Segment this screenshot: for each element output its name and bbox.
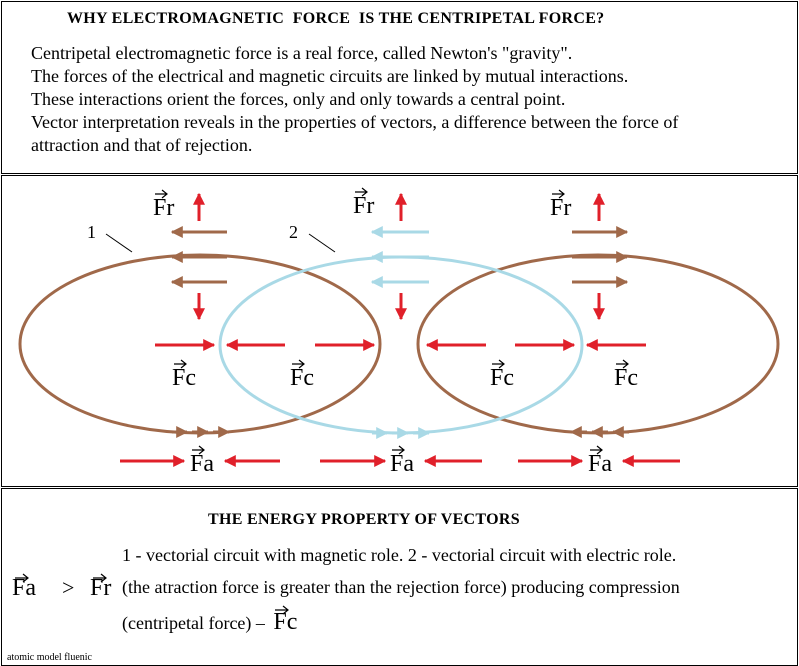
intro-line: Vector interpretation reveals in the pro… [31, 112, 679, 132]
inequality-vector-arrows [15, 573, 107, 583]
vector-label-text: Fc [490, 365, 514, 391]
vector-arrow-icon [275, 605, 290, 615]
inequality-explanation: (the atraction force is greater than the… [122, 577, 680, 597]
vector-label-fr: Fr [153, 189, 174, 221]
vector-label-fr: Fr [353, 187, 374, 219]
vector-label-text: Fa [190, 451, 214, 477]
intro-line: The forces of the electrical and magneti… [31, 66, 629, 86]
circuit-legend: 1 - vectorial circuit with magnetic role… [122, 545, 677, 565]
intro-line: These interactions orient the forces, on… [31, 89, 566, 109]
vector-label-fc: Fc [172, 359, 196, 391]
diagram-panel: 1 2 Fr Fr Fr [1, 175, 798, 487]
vector-label-fa: Fa [588, 445, 612, 477]
vector-label-fa: Fa [190, 445, 214, 477]
circuit-2-pointer [308, 233, 336, 253]
vector-label-text: Fr [550, 195, 571, 221]
force-diagram: 1 2 Fr Fr Fr [18, 187, 780, 477]
intro-line: attraction and that of rejection. [31, 135, 253, 155]
page-title: WHY ELECTROMAGNETIC FORCE IS THE CENTRIP… [67, 10, 605, 27]
vector-label-text: Fr [153, 195, 174, 221]
vector-label-text: Fa [588, 451, 612, 477]
vector-label-fc: Fc [614, 359, 638, 391]
conclusion: (centripetal force) – Fc [122, 605, 298, 636]
credit-text: atomic model fluenic [7, 652, 92, 663]
intro-line: Centripetal electromagnetic force is a r… [31, 43, 573, 63]
conclusion-vector: Fc [273, 605, 298, 635]
vector-label-fr: Fr [550, 189, 571, 221]
vector-label-fc: Fc [290, 359, 314, 391]
vector-label-text: Fr [353, 193, 374, 219]
intro-panel: WHY ELECTROMAGNETIC FORCE IS THE CENTRIP… [1, 1, 798, 174]
vector-label-text: Fc [172, 365, 196, 391]
vector-label-fc: Fc [490, 359, 514, 391]
vector-label-fa: Fa [390, 445, 414, 477]
vector-label-text: Fa [390, 451, 414, 477]
circuit-1-pointer [105, 233, 133, 253]
inequality-left: Fa [12, 575, 36, 601]
conclusion-text: (centripetal force) – [122, 613, 265, 633]
conclusion-vector-label: Fc [273, 609, 298, 635]
circuit-label-1: 1 [87, 222, 96, 242]
circuit-label-2: 2 [289, 222, 298, 242]
energy-property-panel: THE ENERGY PROPERTY OF VECTORS 1 - vecto… [1, 488, 798, 666]
intro-text: Centripetal electromagnetic force is a r… [31, 42, 678, 157]
vector-label-text: Fc [614, 365, 638, 391]
section-title: THE ENERGY PROPERTY OF VECTORS [208, 511, 520, 528]
inequality-right: Fr [90, 575, 112, 601]
inequality-operator: > [62, 575, 75, 600]
inequality: Fa > Fr [10, 571, 120, 605]
vector-label-text: Fc [290, 365, 314, 391]
